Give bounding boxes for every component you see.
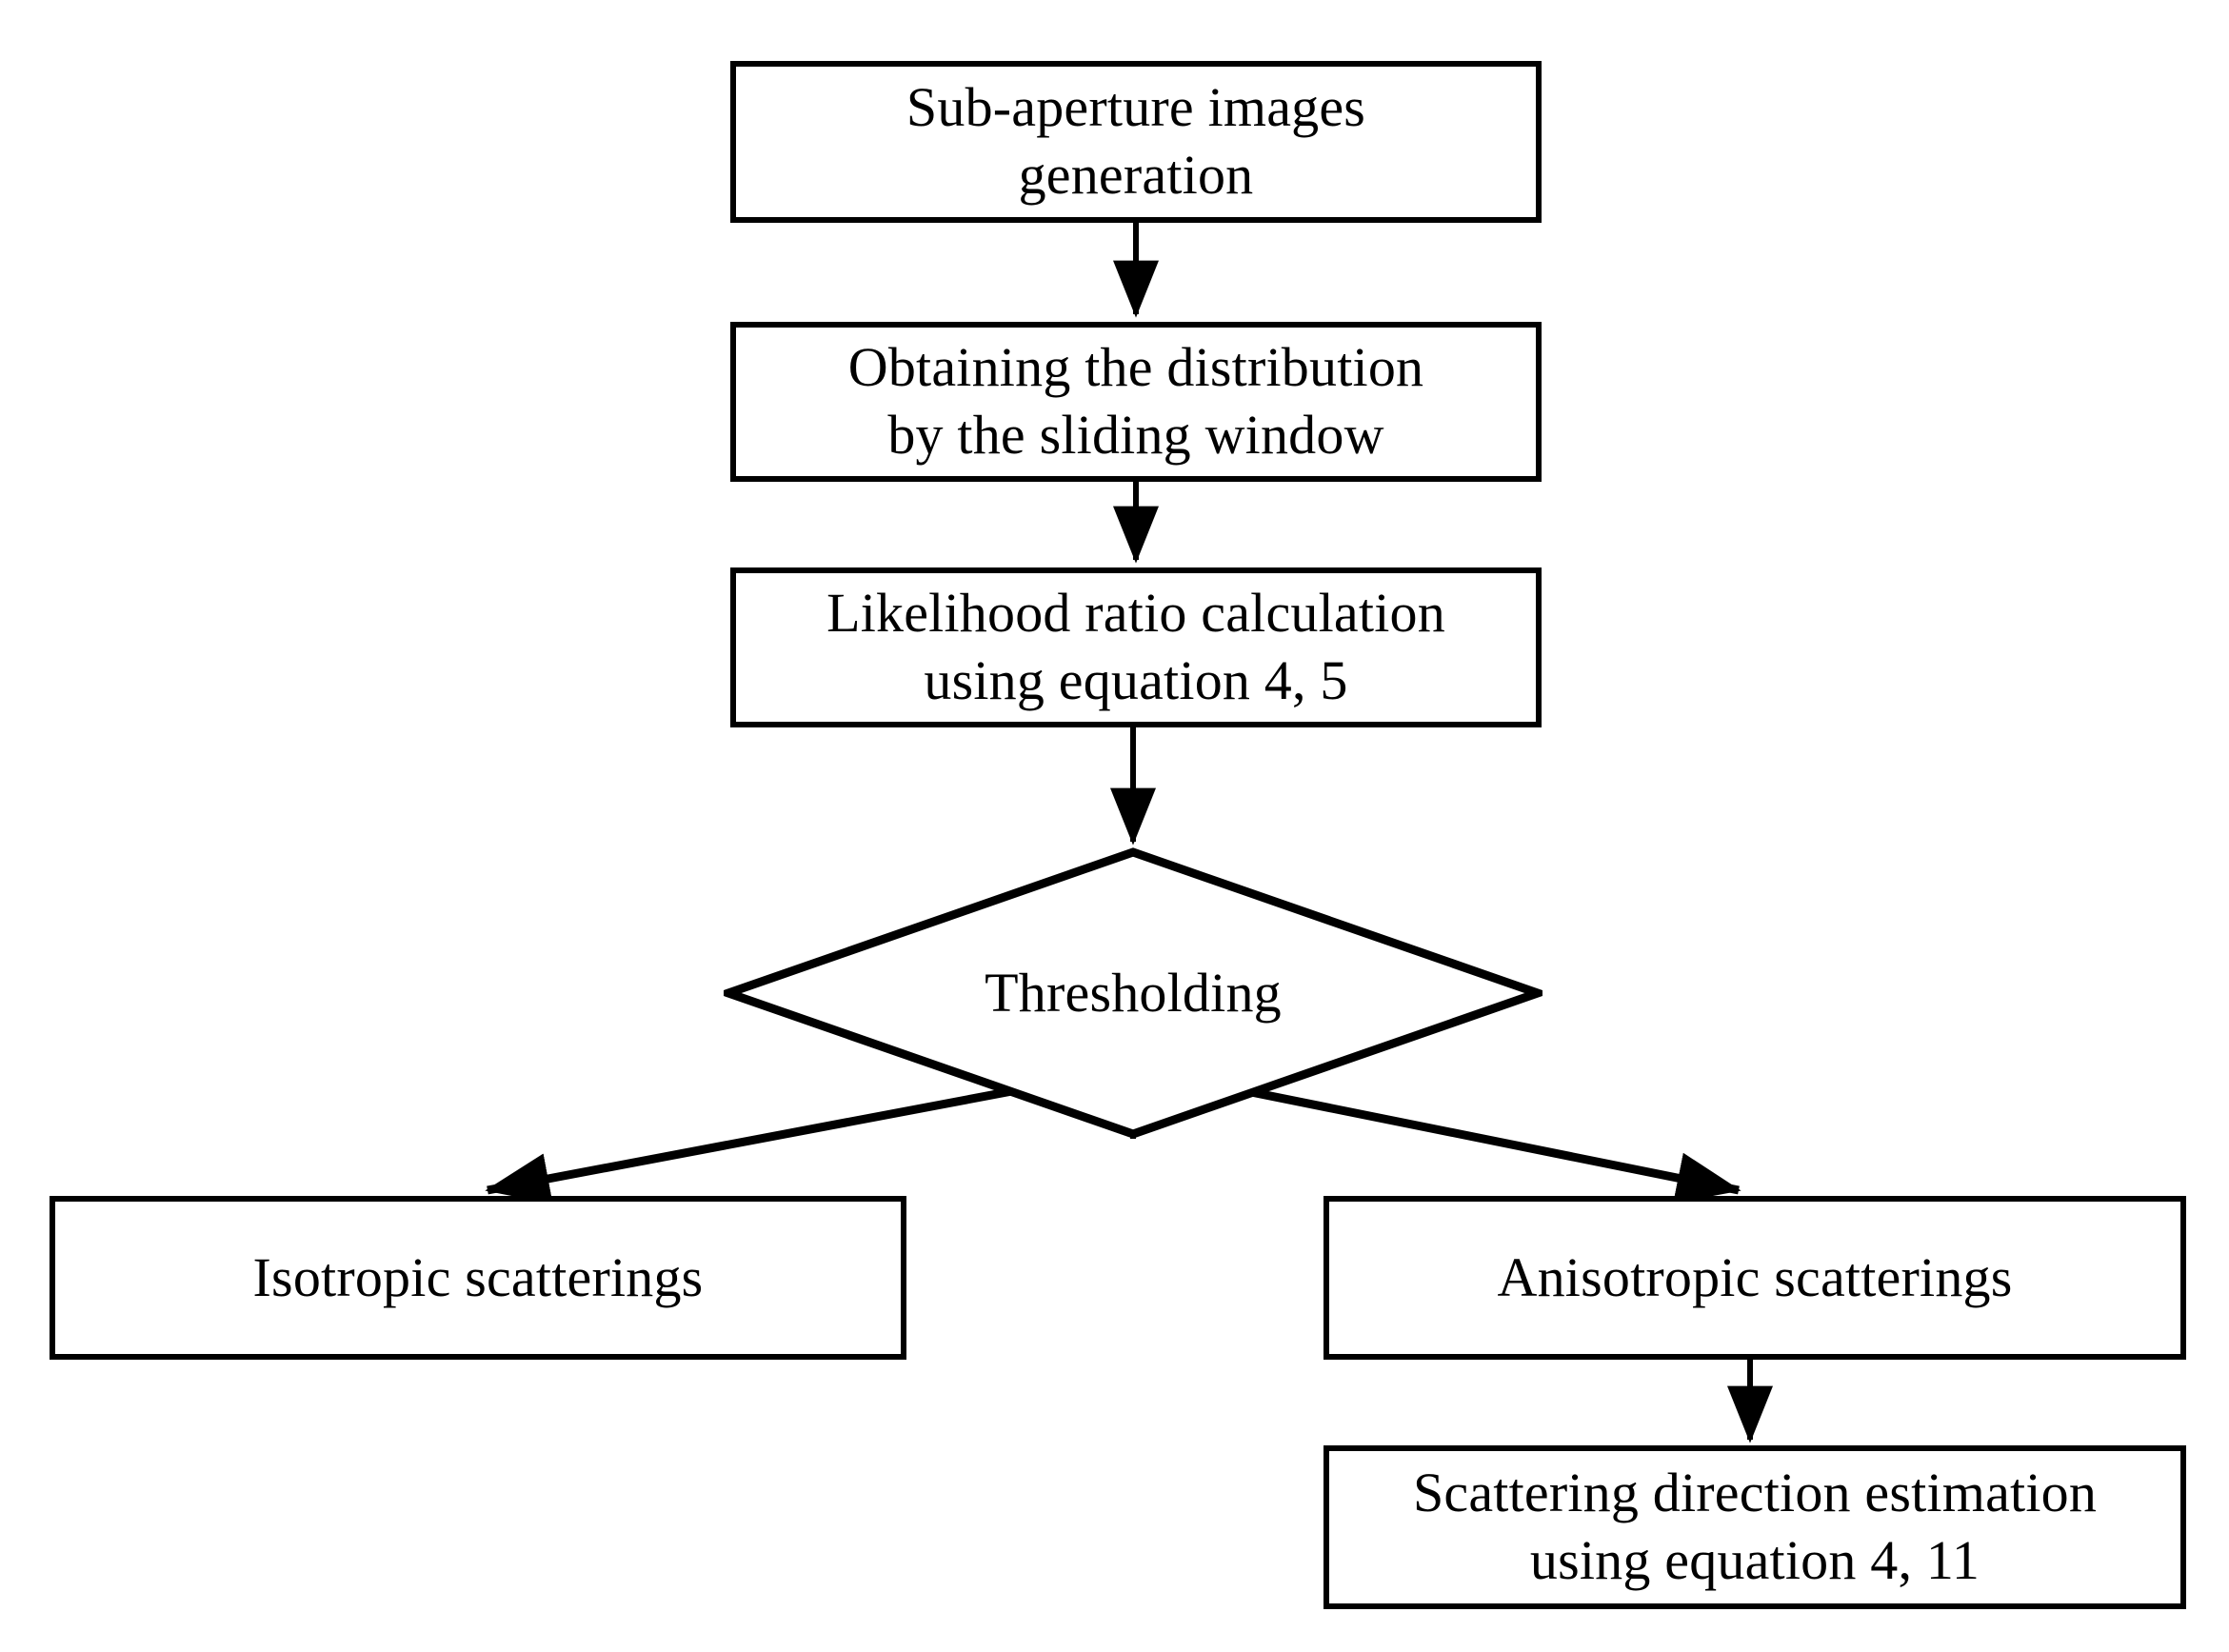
- node-label: Sub-aperture images generation: [906, 76, 1366, 206]
- node-anisotropic-scatterings[interactable]: Anisotropic scatterings: [1323, 1196, 2186, 1360]
- node-scattering-direction-estimation[interactable]: Scattering direction estimation using eq…: [1323, 1445, 2186, 1609]
- node-label: Obtaining the distribution by the slidin…: [847, 336, 1424, 466]
- diamond-shape: [724, 847, 1542, 1139]
- node-label: Likelihood ratio calculation using equat…: [826, 582, 1445, 711]
- node-sub-aperture-images-generation[interactable]: Sub-aperture images generation: [730, 61, 1542, 223]
- node-label: Isotropic scatterings: [252, 1245, 704, 1308]
- node-likelihood-ratio-calculation[interactable]: Likelihood ratio calculation using equat…: [730, 567, 1542, 727]
- node-thresholding[interactable]: Thresholding: [724, 847, 1542, 1139]
- node-label: Thresholding: [985, 962, 1282, 1025]
- node-label: Scattering direction estimation using eq…: [1412, 1462, 2098, 1591]
- node-obtaining-the-distribution[interactable]: Obtaining the distribution by the slidin…: [730, 322, 1542, 482]
- node-isotropic-scatterings[interactable]: Isotropic scatterings: [50, 1196, 906, 1360]
- node-label: Anisotropic scatterings: [1497, 1245, 2013, 1308]
